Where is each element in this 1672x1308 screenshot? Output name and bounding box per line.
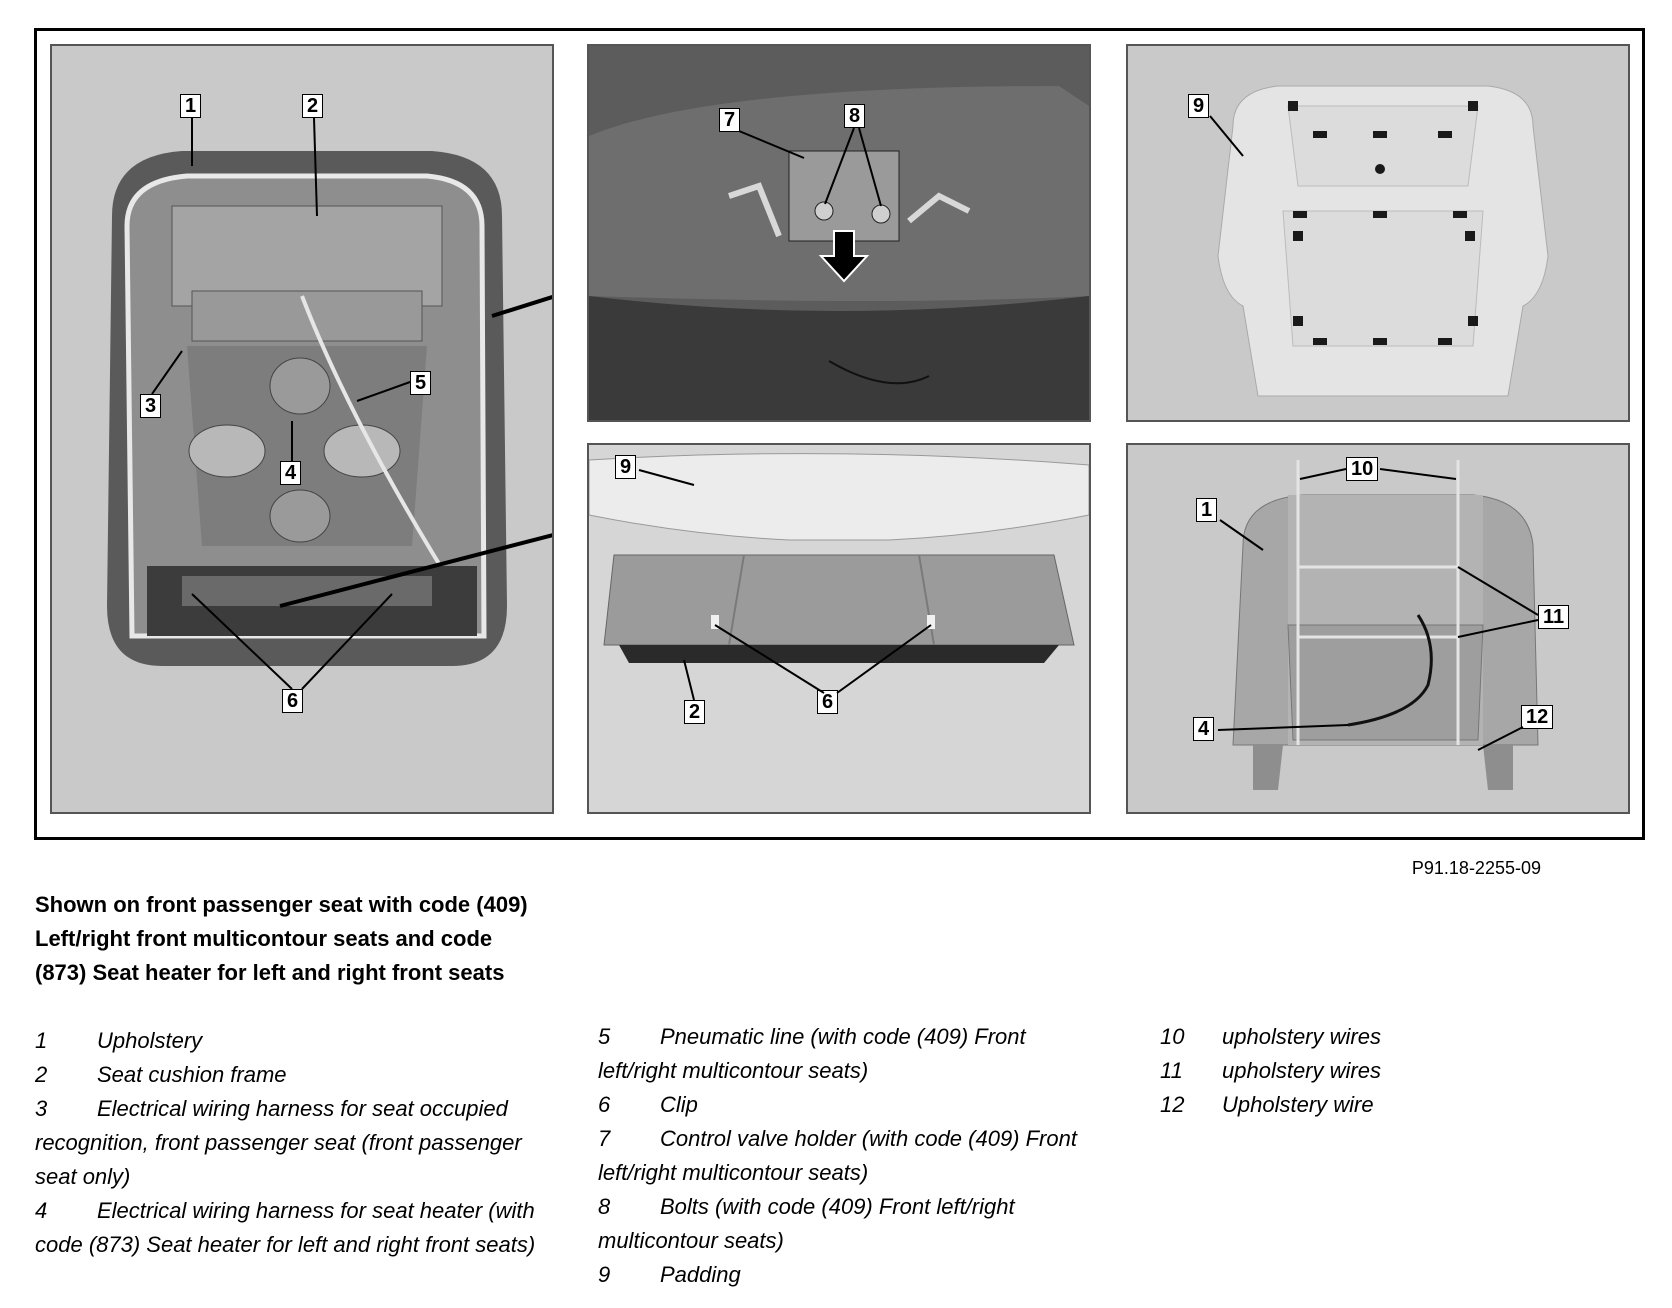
callout-5: 5 [410,371,432,395]
callout-9: 9 [1188,94,1210,118]
padding-illustration [1217,85,1549,397]
upholstery-wires-illustration [1232,460,1539,790]
callout-1: 1 [1196,498,1218,522]
legend-number: 7 [598,1126,611,1151]
legend-number: 1 [35,1028,48,1053]
legend-text: Control valve holder (with code (409) Fr… [598,1126,1077,1185]
legend-item: 1 Upholstery [35,1024,555,1058]
callout-2: 2 [302,94,324,118]
callout-9: 9 [615,455,637,479]
legend-text: Padding [660,1262,741,1287]
legend-item: 6 Clip [598,1088,1078,1122]
callout-1: 1 [180,94,202,118]
legend-text: Upholstery wire [1222,1092,1374,1117]
legend-number: 12 [1160,1092,1185,1117]
padding-frame-illustration [589,445,1089,812]
figure-reference-code: P91.18-2255-09 [1411,858,1541,878]
legend-number: 8 [598,1194,611,1219]
legend-text: Seat cushion frame [97,1062,287,1087]
legend-item: 12 Upholstery wire [1160,1088,1580,1122]
photo-padding-frame-clips: 9 2 6 [587,443,1091,814]
callout-2: 2 [684,700,706,724]
callout-8: 8 [844,104,866,128]
valve-holder-illustration [589,46,1089,420]
photo-seat-frame: 1 2 3 5 4 6 [50,44,554,814]
photo-control-valve-holder: 7 8 [587,44,1091,422]
callout-7: 7 [719,108,741,132]
legend-text: Pneumatic line (with code (409) Front le… [598,1024,1026,1083]
legend-text: Clip [660,1092,698,1117]
callout-11: 11 [1538,605,1570,629]
legend-item: 2 Seat cushion frame [35,1058,555,1092]
legend-number: 4 [35,1198,48,1223]
callout-12: 12 [1521,705,1554,729]
legend-number: 10 [1160,1024,1185,1049]
callout-4: 4 [280,461,302,485]
legend-column-3: 10 upholstery wires 11 upholstery wires 12… [1160,1020,1580,1122]
legend-item: 10 upholstery wires [1160,1020,1580,1054]
callout-4: 4 [1193,717,1215,741]
legend-number: 3 [35,1096,48,1121]
legend-item: 11 upholstery wires [1160,1054,1580,1088]
legend-text: Electrical wiring harness for seat heate… [35,1198,536,1257]
photo-padding: 9 [1126,44,1630,422]
legend-number: 2 [35,1062,48,1087]
callout-6: 6 [282,689,304,713]
legend-text: Bolts (with code (409) Front left/right … [598,1194,1015,1253]
legend-number: 11 [1160,1058,1183,1083]
legend-number: 5 [598,1024,611,1049]
callout-6: 6 [817,690,839,714]
figure-frame: 1 2 3 5 4 6 7 8 [34,28,1645,840]
legend-item: 9 Padding [598,1258,1078,1292]
callout-10: 10 [1346,457,1379,481]
legend-text: upholstery wires [1222,1058,1381,1083]
legend-text: Upholstery [97,1028,203,1053]
legend-text: upholstery wires [1222,1024,1381,1049]
photo-upholstery-wires: 10 1 11 4 12 [1126,443,1630,814]
legend-number: 6 [598,1092,611,1117]
callout-3: 3 [140,394,162,418]
legend-number: 9 [598,1262,611,1287]
legend-text: Electrical wiring harness for seat occup… [35,1096,522,1189]
figure-caption: Shown on front passenger seat with code … [35,892,528,985]
